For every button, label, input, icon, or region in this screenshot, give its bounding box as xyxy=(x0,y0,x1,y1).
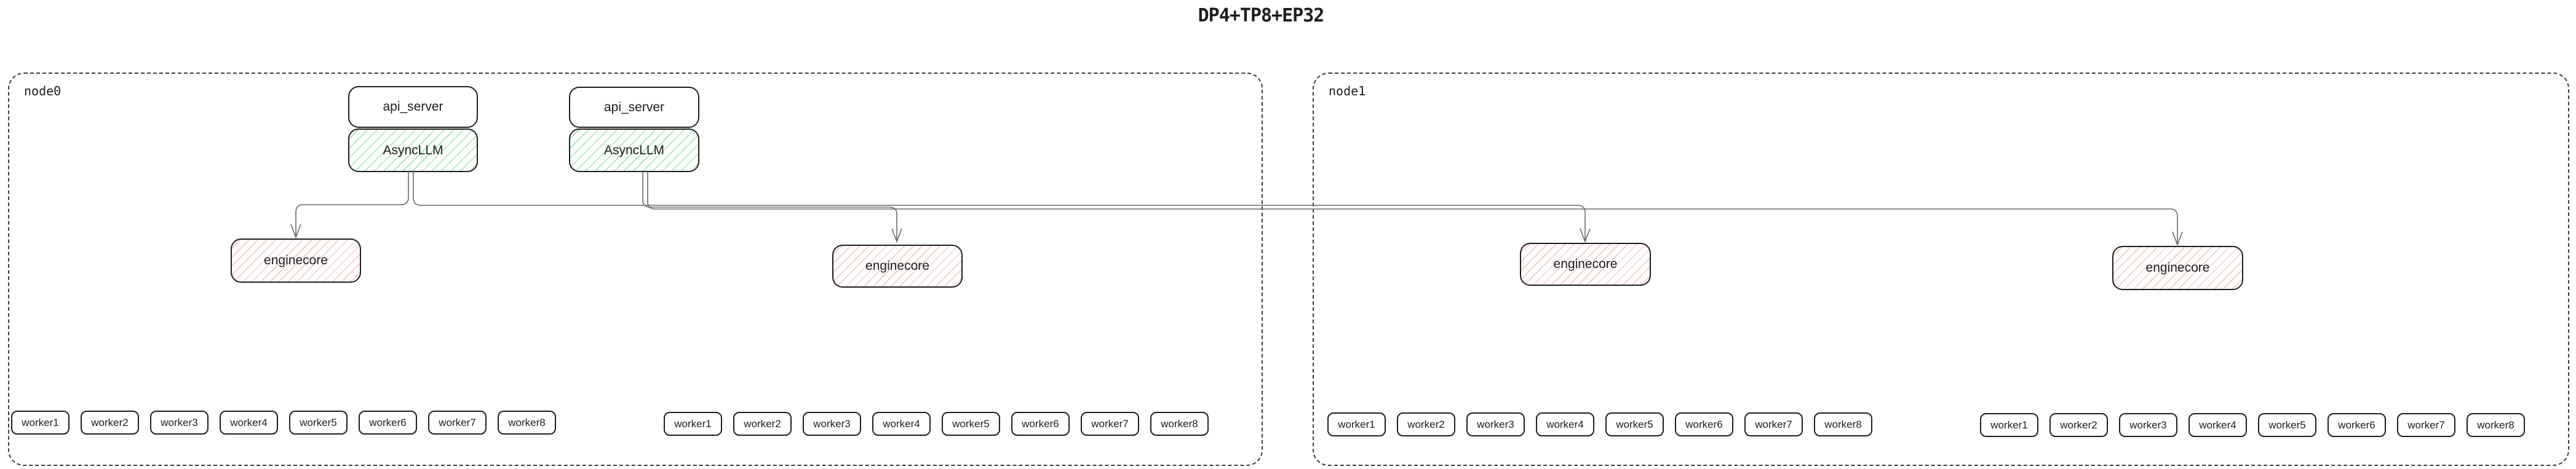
api-server-box-2: api_server xyxy=(569,87,699,128)
worker-box: worker3 xyxy=(1466,412,1525,436)
worker-box: worker6 xyxy=(2328,413,2386,437)
worker-box: worker4 xyxy=(1536,412,1594,436)
worker-box: worker5 xyxy=(2258,413,2316,437)
worker-box: worker1 xyxy=(11,411,70,435)
worker-box: worker1 xyxy=(1327,412,1386,436)
node1-label: node1 xyxy=(1329,84,1366,98)
worker-box: worker7 xyxy=(1081,412,1139,436)
worker-box: worker1 xyxy=(1980,413,2038,437)
worker-box: worker7 xyxy=(1744,412,1803,436)
worker-box: worker5 xyxy=(942,412,1000,436)
enginecore-box-2: enginecore xyxy=(832,245,963,288)
worker-group-1: worker1 worker2 worker3 worker4 worker5 … xyxy=(11,411,556,435)
worker-group-3: worker1 worker2 worker3 worker4 worker5 … xyxy=(1327,412,1872,436)
worker-box: worker8 xyxy=(1814,412,1872,436)
worker-box: worker3 xyxy=(2119,413,2177,437)
api-server-box-1: api_server xyxy=(348,86,478,128)
worker-box: worker6 xyxy=(1675,412,1733,436)
node0-label: node0 xyxy=(24,84,62,98)
node0-container: node0 xyxy=(8,73,1263,466)
worker-box: worker6 xyxy=(1011,412,1070,436)
worker-box: worker4 xyxy=(2188,413,2247,437)
asyncllm-box-2: AsyncLLM xyxy=(569,128,699,172)
worker-box: worker8 xyxy=(1150,412,1209,436)
node1-container: node1 xyxy=(1313,73,2569,466)
worker-box: worker4 xyxy=(220,411,278,435)
worker-box: worker2 xyxy=(81,411,139,435)
worker-box: worker2 xyxy=(1397,412,1455,436)
worker-box: worker5 xyxy=(289,411,348,435)
worker-group-4: worker1 worker2 worker3 worker4 worker5 … xyxy=(1980,413,2525,437)
worker-box: worker3 xyxy=(803,412,861,436)
asyncllm-box-1: AsyncLLM xyxy=(348,128,478,172)
enginecore-box-3: enginecore xyxy=(1520,243,1651,286)
worker-box: worker8 xyxy=(498,411,556,435)
enginecore-box-1: enginecore xyxy=(231,238,361,283)
worker-box: worker7 xyxy=(428,411,487,435)
worker-box: worker3 xyxy=(150,411,209,435)
worker-box: worker4 xyxy=(872,412,931,436)
worker-box: worker8 xyxy=(2467,413,2525,437)
worker-box: worker5 xyxy=(1605,412,1664,436)
worker-box: worker2 xyxy=(733,412,792,436)
worker-box: worker7 xyxy=(2397,413,2455,437)
worker-group-2: worker1 worker2 worker3 worker4 worker5 … xyxy=(664,412,1209,436)
worker-box: worker1 xyxy=(664,412,722,436)
worker-box: worker6 xyxy=(359,411,417,435)
worker-box: worker2 xyxy=(2049,413,2108,437)
diagram-title: DP4+TP8+EP32 xyxy=(1198,5,1325,26)
enginecore-box-4: enginecore xyxy=(2112,246,2243,290)
